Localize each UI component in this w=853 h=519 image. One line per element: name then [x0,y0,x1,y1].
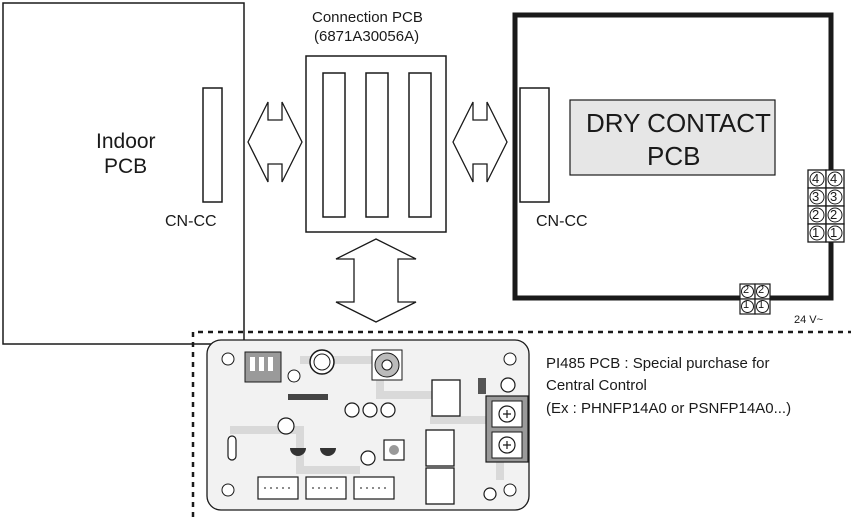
terminal-number: 2 [830,207,838,222]
terminal-number: 1 [830,225,838,240]
terminal-screw [809,171,825,187]
power-terminal-screw [741,285,754,298]
terminal-cell [825,223,845,243]
dry-contact-cn-cc-label: CN-CC [536,213,588,230]
power-terminal-number: 2 [758,284,765,296]
power-terminal-number: 2 [743,284,750,296]
dry-contact-cn-cc-connector [519,87,550,203]
power-terminal-screw [741,300,754,313]
dry-contact-label-box [569,99,776,176]
terminal-number: 3 [830,189,838,204]
power-terminal-screw [756,300,769,313]
connection-slot-1 [322,72,346,218]
indoor-pcb-label-line1: Indoor [96,130,156,153]
pi485-description-line1: PI485 PCB : Special purchase for [546,355,770,372]
pi485-description-line3: (Ex : PHNFP14A0 or PSNFP14A0...) [546,400,792,417]
terminal-screw [827,207,843,223]
double-arrow-down [335,238,417,323]
power-terminal-screw [756,285,769,298]
terminal-number: 1 [812,225,820,240]
indoor-cn-cc-label: CN-CC [165,213,217,230]
terminal-screw [827,189,843,205]
terminal-number: 2 [812,207,820,222]
terminal-screw [809,225,825,241]
terminal-screw [827,171,843,187]
connection-pcb-part-number: (6871A30056A) [314,28,420,45]
double-arrow-left [247,101,303,183]
indoor-pcb-label-line2: PCB [104,155,148,178]
power-terminal-block [739,283,771,315]
indoor-cn-cc-connector [202,87,223,203]
terminal-block [807,169,845,243]
power-terminal-number: 1 [758,299,765,311]
terminal-screw [809,189,825,205]
connection-slot-3 [408,72,432,218]
power-terminal-cell [754,298,771,315]
terminal-screw [827,225,843,241]
pi485-description-line2: Central Control [546,377,647,394]
pi485-board [206,339,530,511]
dashed-boundary [191,330,851,517]
terminal-number: 4 [812,171,820,186]
voltage-label: 24 V~ [794,314,824,326]
power-terminal-number: 1 [743,299,750,311]
dry-contact-title-line1: DRY CONTACT [586,108,771,138]
dry-contact-title-line2: PCB [647,141,701,171]
terminal-screw [809,207,825,223]
terminal-number: 3 [812,189,820,204]
double-arrow-right [452,101,508,183]
connection-slot-2 [365,72,389,218]
connection-pcb-title: Connection PCB [312,9,423,26]
terminal-number: 4 [830,171,838,186]
